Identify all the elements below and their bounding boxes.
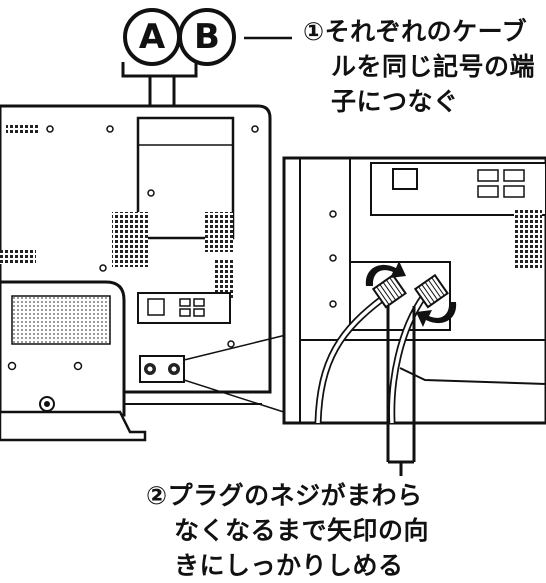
- plug-b: [413, 273, 449, 309]
- step1-line-1: ①それぞれのケーブ: [303, 17, 528, 46]
- step2-line-3: きにしっかりしめる: [174, 551, 404, 580]
- step2-line-1: ②プラグのネジがまわら: [146, 481, 423, 510]
- step1-instruction: ①それぞれのケーブ ルを同じ記号の端 子につなぐ: [303, 14, 535, 119]
- step1-line-2: ルを同じ記号の端: [331, 52, 536, 81]
- label-b-circle: [178, 8, 236, 66]
- plug-a: [371, 273, 407, 309]
- rotate-arrow-icon-b: [416, 302, 457, 327]
- step1-line-3: 子につなぐ: [331, 87, 459, 116]
- step2-bracket: [386, 306, 416, 476]
- rotate-arrow-icon-a: [365, 261, 406, 286]
- step2-instruction: ②プラグのネジがまわら なくなるまで矢印の向 きにしっかりしめる: [146, 478, 429, 583]
- monitor-stand: [0, 280, 147, 442]
- step2-line-2: なくなるまで矢印の向: [174, 516, 430, 545]
- label-a: A: [138, 17, 166, 57]
- label-b: B: [194, 17, 220, 57]
- zoom-callout-lines: [183, 333, 291, 415]
- jack-panel: [139, 355, 185, 383]
